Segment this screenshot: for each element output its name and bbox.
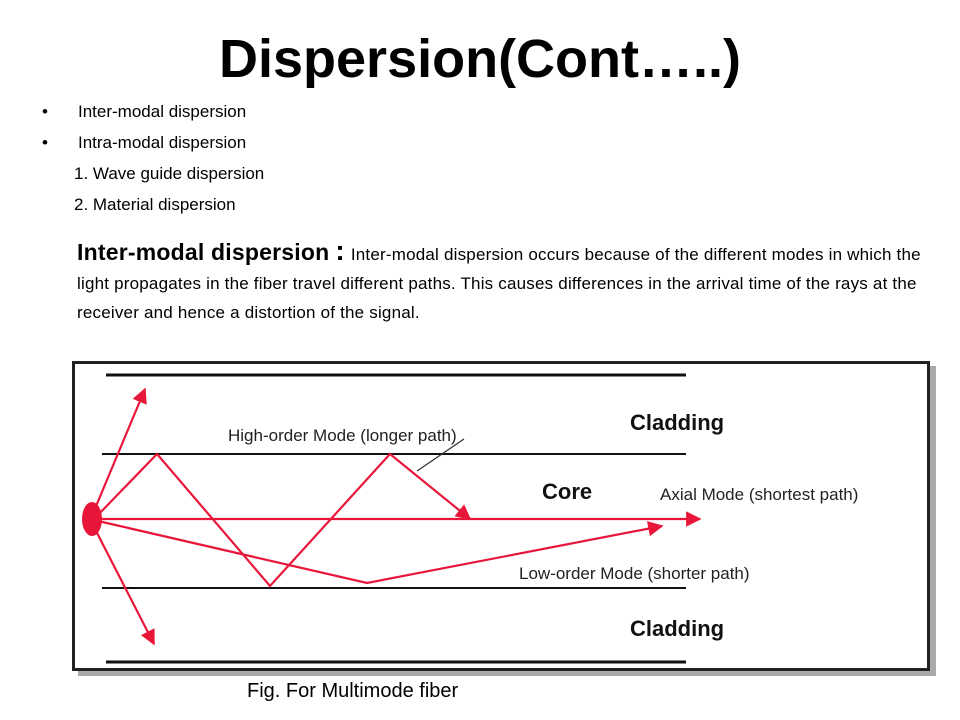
axial-label: Axial Mode (shortest path) <box>660 485 858 504</box>
definition-term: Inter-modal dispersion <box>77 239 330 265</box>
bullet-inter-modal: Inter-modal dispersion <box>40 96 264 127</box>
high-order-ray <box>95 452 472 588</box>
escaping-ray-bottom <box>93 526 155 646</box>
sub-item-material: 2. Material dispersion <box>74 195 236 214</box>
figure-caption: Fig. For Multimode fiber <box>247 680 459 702</box>
light-source <box>82 502 102 536</box>
core-label: Core <box>542 479 592 504</box>
multimode-fiber-diagram: Cladding High-order Mode (longer path) C… <box>82 373 858 664</box>
figure-frame <box>72 361 930 671</box>
high-order-label: High-order Mode (longer path) <box>228 426 457 445</box>
definition-paragraph: Inter-modal dispersion:Inter-modal dispe… <box>77 236 927 327</box>
cladding-bottom-label: Cladding <box>630 616 724 641</box>
cladding-top-label: Cladding <box>630 410 724 435</box>
low-order-label: Low-order Mode (shorter path) <box>519 564 750 583</box>
high-order-leader <box>416 438 465 472</box>
bullet-intra-modal: Intra-modal dispersion <box>40 127 264 158</box>
sub-item-wave-guide: 1. Wave guide dispersion <box>74 164 265 183</box>
low-order-ray <box>97 519 664 585</box>
page-title: Dispersion(Cont…..) <box>219 29 741 89</box>
escaping-ray-top <box>92 387 147 512</box>
definition-body: Inter-modal dispersion occurs because of… <box>77 245 921 322</box>
bullet-list: Inter-modal dispersion Intra-modal dispe… <box>40 96 264 220</box>
definition-colon: : <box>335 235 345 266</box>
